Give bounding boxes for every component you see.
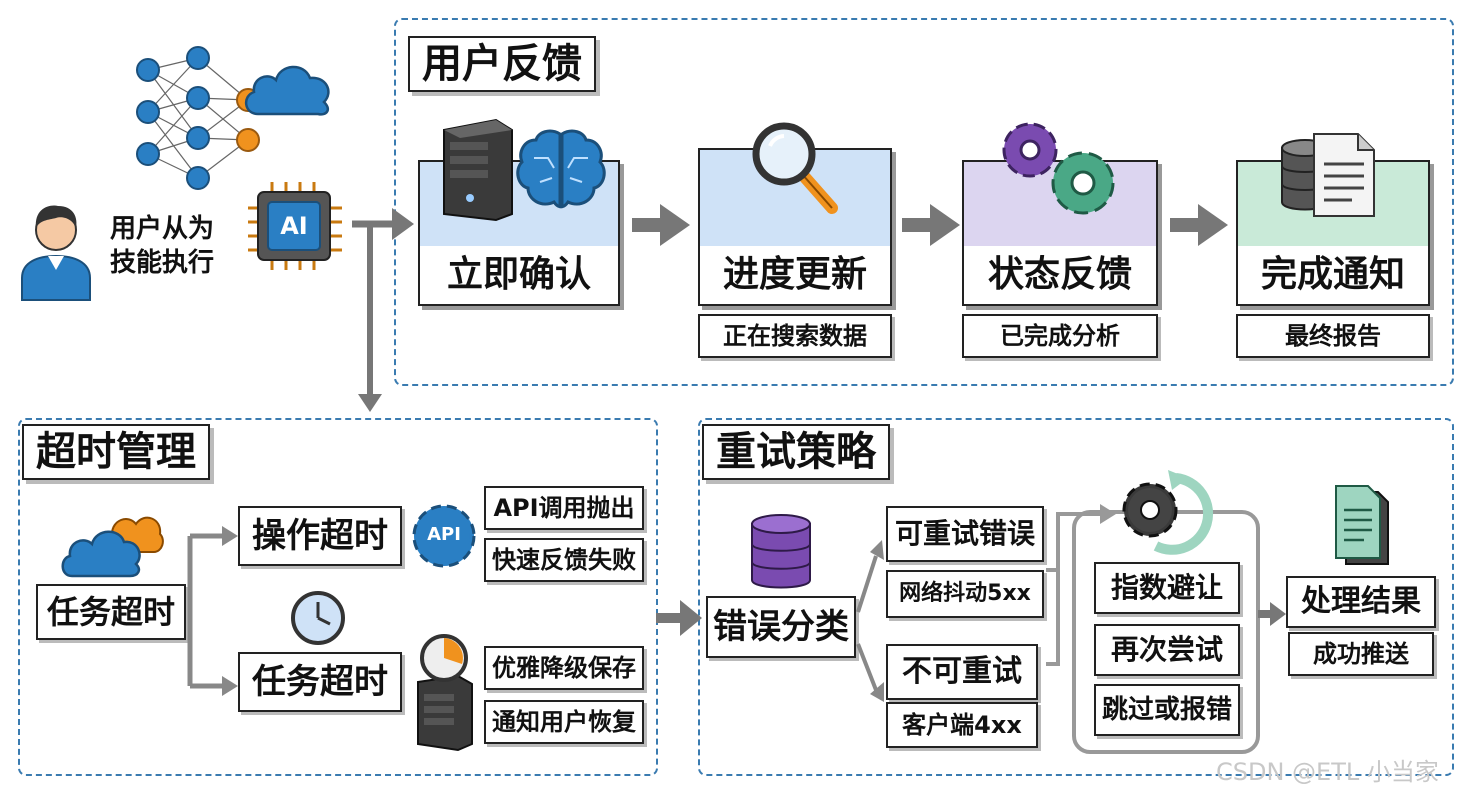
- user-skill-label-line2: 技能执行: [110, 248, 215, 278]
- step-card-progress: 进度更新: [698, 148, 892, 306]
- watermark: CSDN @ETL 小当家: [1216, 758, 1439, 786]
- step-label-complete: 完成通知: [1238, 246, 1428, 304]
- brain-icon: [516, 129, 606, 209]
- retry-gear-icon: [1122, 470, 1214, 555]
- magnifier-icon: [752, 122, 838, 214]
- neural-network-icon: [136, 46, 260, 190]
- user-feedback-panel: [394, 18, 1454, 386]
- document-icon: [1313, 133, 1375, 217]
- retry-action-skip: 跳过或报错: [1094, 684, 1240, 736]
- task-note-notify: 通知用户恢复: [484, 700, 644, 744]
- task-note-degrade: 优雅降级保存: [484, 646, 644, 690]
- server-timer-icon: [417, 634, 473, 752]
- retryable-error-box: 可重试错误: [886, 506, 1044, 562]
- non-retryable-sub-box: 客户端4xx: [886, 702, 1038, 748]
- retry-action-retry: 再次尝试: [1094, 624, 1240, 676]
- step-sub-progress: 正在搜索数据: [698, 314, 892, 358]
- error-database-icon: [751, 514, 811, 589]
- result-documents-icon: [1335, 485, 1389, 565]
- op-note-fast-fail: 快速反馈失败: [484, 538, 644, 582]
- step-label-confirm: 立即确认: [420, 246, 618, 304]
- op-note-api-throw: API调用抛出: [484, 486, 644, 530]
- retry-action-backoff: 指数避让: [1094, 562, 1240, 614]
- step-sub-status: 已完成分析: [962, 314, 1158, 358]
- purple-gear-icon: [1002, 122, 1058, 178]
- non-retryable-box: 不可重试: [886, 644, 1038, 700]
- retryable-sub-box: 网络抖动5xx: [886, 570, 1044, 618]
- ai-chip-label: AI: [280, 212, 308, 240]
- api-gear-icon: [412, 504, 476, 568]
- ai-chip-icon: [248, 182, 342, 270]
- user-feedback-title: 用户反馈: [408, 36, 596, 92]
- result-box: 处理结果: [1286, 576, 1436, 628]
- step-sub-complete: 最终报告: [1236, 314, 1430, 358]
- server-icon: [443, 118, 513, 222]
- step-card-status: 状态反馈: [962, 160, 1158, 306]
- task-timeout-box: 任务超时: [238, 652, 402, 712]
- error-classify-box: 错误分类: [706, 596, 856, 658]
- cloud-icon: [245, 65, 330, 116]
- retry-panel: [698, 418, 1454, 776]
- step-label-progress: 进度更新: [700, 246, 890, 304]
- result-sub-box: 成功推送: [1288, 632, 1434, 676]
- clock-icon: [291, 591, 345, 645]
- user-skill-label-line1: 用户从为: [110, 214, 215, 244]
- retry-title: 重试策略: [702, 424, 890, 480]
- task-timeout-root: 任务超时: [36, 584, 186, 640]
- timeout-panel: [18, 418, 658, 776]
- cloud-pair-icon: [61, 516, 164, 578]
- green-gear-icon: [1051, 151, 1115, 215]
- operation-timeout-box: 操作超时: [238, 506, 402, 566]
- user-skill-label: 用户从为 技能执行: [110, 212, 214, 280]
- api-badge-label: API: [427, 524, 461, 545]
- user-avatar-icon: [21, 205, 91, 301]
- step-label-status: 状态反馈: [964, 246, 1156, 304]
- timeout-title: 超时管理: [22, 424, 210, 480]
